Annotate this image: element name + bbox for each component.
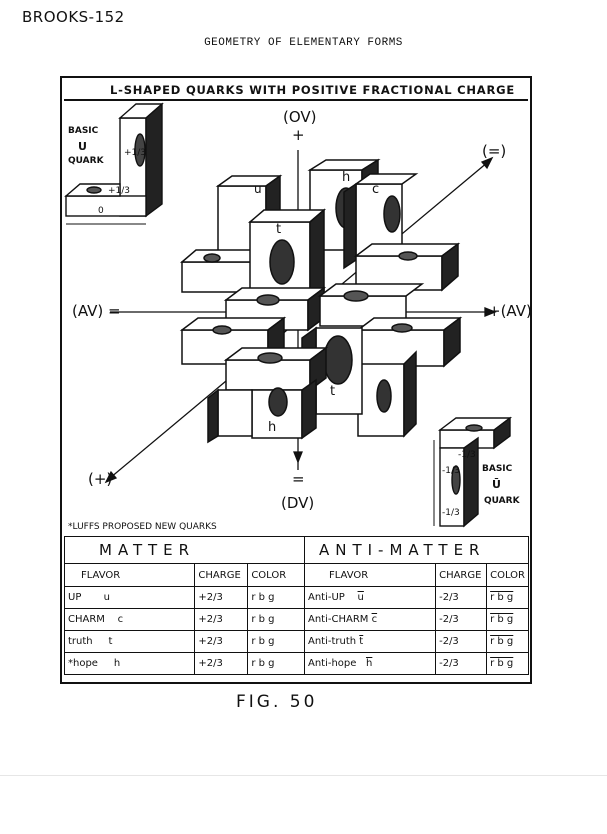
table-row: CHARM c +2/3 r b g Anti-CHARM c -2/3 r b… [63, 608, 529, 631]
figure-caption: FIG. 50 [236, 692, 318, 712]
flavor-cell: truth t [63, 630, 196, 653]
flavor-symbol: c [117, 614, 124, 625]
col-flavor: FLAVOR [63, 563, 196, 587]
flavor-cell: *hope h [63, 652, 196, 675]
flavor-symbol: h [113, 658, 121, 669]
axis-label-diag-upper: (=) [482, 142, 507, 160]
basic-u-label-1: BASIC [68, 126, 99, 136]
corner-label: BROOKS-152 [22, 8, 125, 26]
charge-cell: +2/3 [194, 608, 249, 631]
axis-label-right: +(AV) [488, 302, 532, 320]
anti-flavor-name: Anti-hope [307, 658, 357, 669]
page-title: GEOMETRY OF ELEMENTARY FORMS [204, 37, 403, 49]
basic-u-label-2: U [78, 140, 87, 153]
matter-header: MATTER [64, 536, 305, 564]
anti-charge-cell: -2/3 [435, 608, 488, 631]
col-color: COLOR [247, 563, 305, 587]
anti-color-cell: r b g [486, 652, 529, 675]
basic-u-charge-1: +1/3 [124, 148, 147, 158]
axis-label-top: (OV) [283, 108, 317, 126]
cube-letter: h [342, 170, 351, 185]
basic-anti-u-quark [433, 416, 513, 528]
anti-flavor-cell: Anti-hope h [303, 652, 437, 675]
axis-label-left: (AV) = [72, 302, 121, 320]
figure-frame [60, 76, 532, 684]
flavor-symbol: t [108, 636, 113, 647]
basic-anti-u-charge-2: -1/3 [442, 466, 460, 476]
basic-anti-u-charge-3: -1/3 [442, 508, 460, 518]
anti-charge-cell: -2/3 [435, 586, 488, 609]
col-charge: CHARGE [194, 563, 249, 587]
horizontal-axis-arrowhead [484, 307, 497, 317]
basic-u-charge-2: +1/3 [108, 186, 131, 196]
anti-flavor-name: Anti-CHARM [307, 614, 369, 625]
charge-cell: +2/3 [194, 630, 249, 653]
page-divider [0, 775, 607, 776]
anti-color-cell: r b g [486, 608, 529, 631]
charge-cell: +2/3 [194, 652, 249, 675]
proposed-quarks-note: *LUFFS PROPOSED NEW QUARKS [68, 522, 217, 532]
diagonal-axis-arrowhead-upper [480, 156, 494, 170]
axis-sign-bottom: = [292, 470, 305, 488]
anti-color-cell: r b g [486, 630, 529, 653]
flavor-cell: UP u [63, 586, 196, 609]
flavor-cell: CHARM c [63, 608, 196, 631]
anti-flavor-name: Anti-UP [307, 592, 345, 603]
anti-flavor-cell: Anti-UP u [303, 586, 437, 609]
col-anti-flavor: FLAVOR [303, 563, 437, 587]
quark-cluster [179, 158, 463, 444]
cube-letter: c [372, 182, 380, 197]
color-cell: r b g [247, 652, 305, 675]
cube-letter: h [268, 420, 277, 435]
anti-flavor-cell: Anti-truth t [303, 630, 437, 653]
flavor-name: truth [68, 636, 93, 647]
anti-flavor-symbol: t [359, 636, 364, 647]
cube-letter: u [254, 182, 262, 196]
anti-flavor-symbol: u [357, 592, 364, 603]
basic-anti-u-label-1: BASIC [482, 464, 513, 474]
antimatter-header: ANTI-MATTER [303, 536, 530, 564]
basic-anti-u-charge-1: -1/3 [458, 450, 476, 460]
basic-u-quark [64, 102, 164, 225]
flavor-name: CHARM [68, 614, 105, 625]
vertical-axis-arrowhead [293, 451, 303, 464]
cube-letter: t [276, 222, 282, 237]
diagonal-axis-arrowhead-lower [104, 470, 118, 484]
color-cell: r b g [247, 586, 305, 609]
anti-flavor-symbol: c [371, 614, 378, 625]
basic-anti-u-label-2: Ū [492, 478, 501, 491]
color-cell: r b g [247, 608, 305, 631]
basic-anti-u-label-3: QUARK [484, 496, 520, 506]
color-cell: r b g [247, 630, 305, 653]
anti-color-cell: r b g [486, 586, 529, 609]
cube-letter: t [330, 384, 336, 399]
col-anti-charge: CHARGE [435, 563, 488, 587]
flavor-symbol: u [103, 592, 110, 603]
anti-flavor-symbol: h [365, 658, 373, 669]
axis-label-diag-lower: (+) [88, 470, 113, 488]
quark-table: MATTER ANTI-MATTER FLAVOR CHARGE COLOR F… [63, 536, 530, 675]
anti-charge-cell: -2/3 [435, 652, 488, 675]
charge-cell: +2/3 [194, 586, 249, 609]
flavor-name: *hope [68, 658, 98, 669]
anti-flavor-name: Anti-truth [307, 636, 357, 647]
flavor-name: UP [68, 592, 82, 603]
figure-title: L-SHAPED QUARKS WITH POSITIVE FRACTIONAL… [110, 83, 516, 97]
anti-charge-cell: -2/3 [435, 630, 488, 653]
axis-label-bottom: (DV) [281, 494, 315, 512]
anti-flavor-cell: Anti-CHARM c [303, 608, 437, 631]
col-anti-color: COLOR [486, 563, 529, 587]
basic-u-charge-3: 0 [98, 206, 104, 216]
basic-u-label-3: QUARK [68, 156, 104, 166]
table-row: *hope h +2/3 r b g Anti-hope h -2/3 r b … [63, 652, 529, 675]
table-row: UP u +2/3 r b g Anti-UP u -2/3 r b g [63, 586, 529, 609]
axis-sign-top: + [292, 126, 305, 144]
table-row: truth t +2/3 r b g Anti-truth t -2/3 r b… [63, 630, 529, 653]
table-column-header: FLAVOR CHARGE COLOR FLAVOR CHARGE COLOR [63, 563, 529, 587]
table-group-header: MATTER ANTI-MATTER [64, 536, 530, 564]
